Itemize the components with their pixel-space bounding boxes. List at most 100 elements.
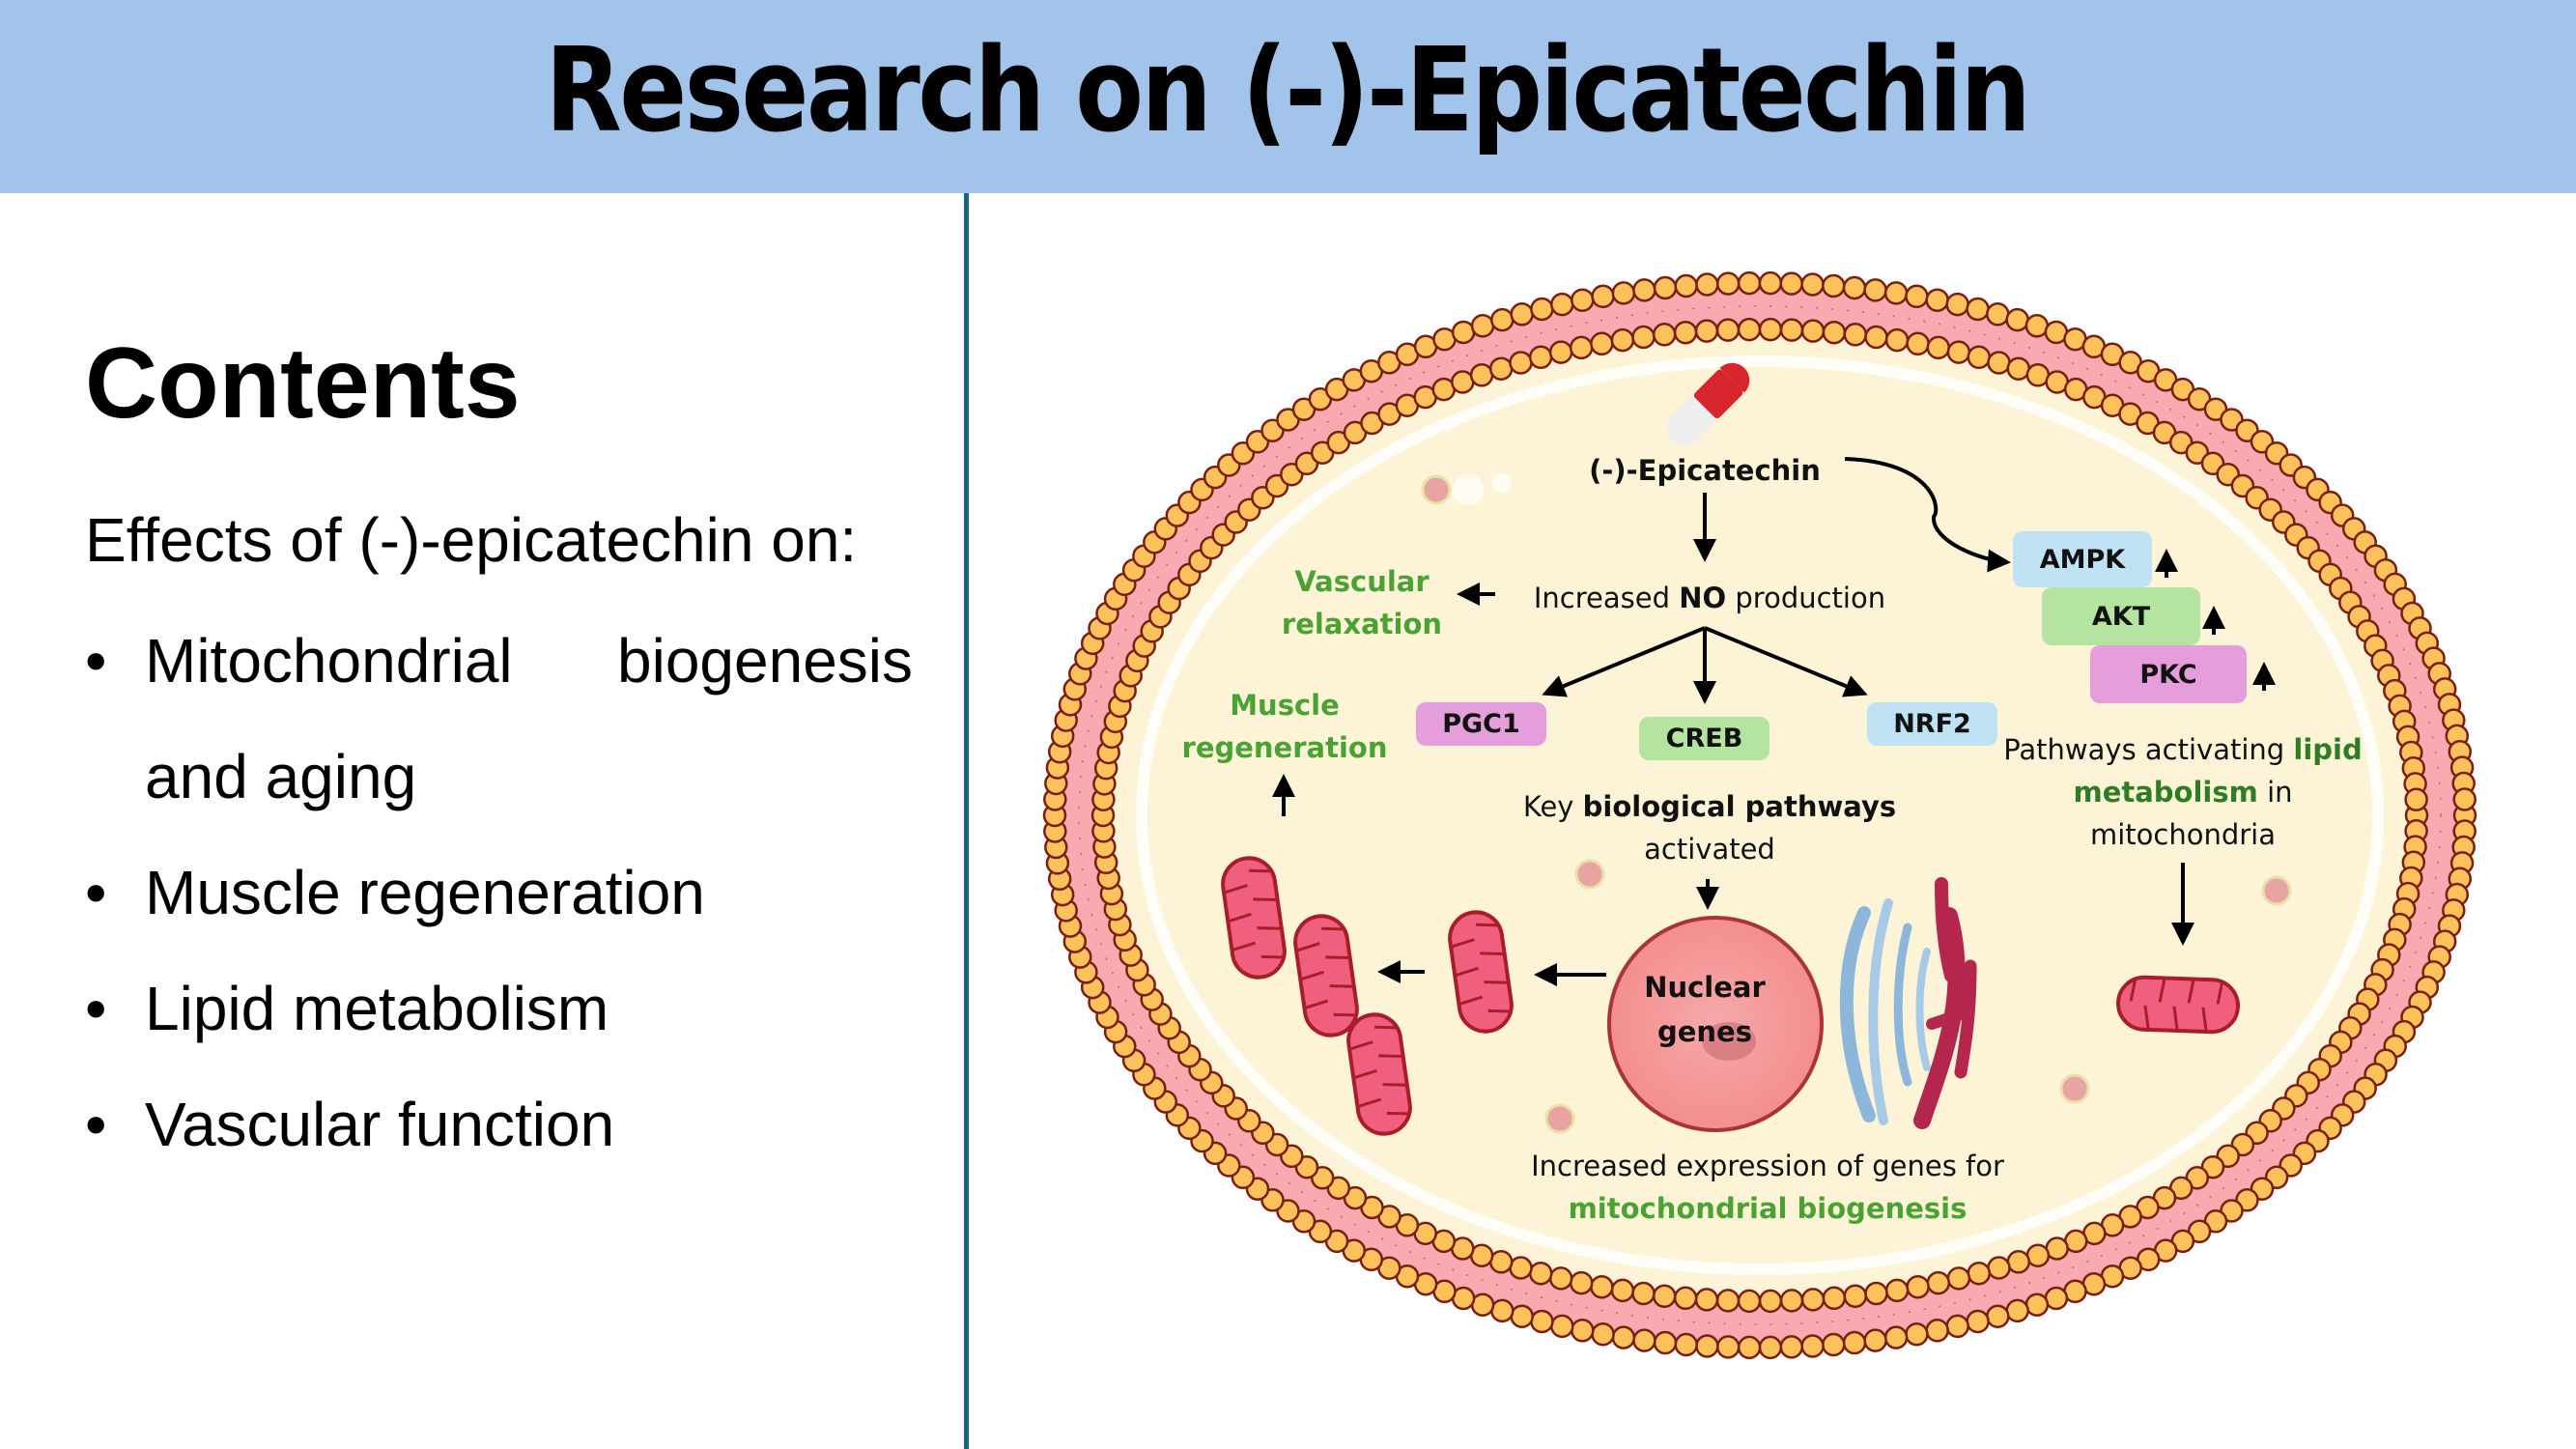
lipid-head-icon: [1715, 271, 1741, 296]
lipid-head-icon: [1967, 1261, 1992, 1286]
nucleus-icon: [1607, 916, 1824, 1132]
lipid-head-icon: [1905, 284, 1929, 309]
vesicle-icon: [2261, 875, 2292, 906]
bullet-icon: •: [85, 858, 107, 927]
lipid-head-icon: [1530, 1309, 1554, 1334]
lipid-head-icon: [1631, 325, 1656, 350]
pathway-arrows: [1272, 457, 2276, 1036]
lipid-head-icon: [1528, 345, 1553, 370]
lipid-head-icon: [1986, 1304, 2010, 1328]
lipid-head-icon: [1864, 325, 1888, 350]
lipid-head-icon: [1926, 335, 1951, 360]
contents-intro: Effects of (-)-epicatechin on:: [85, 505, 858, 575]
lipid-head-icon: [1610, 1278, 1635, 1303]
list-item-text: Mitochondrial: [145, 626, 513, 696]
lipid-head-icon: [1673, 320, 1698, 345]
lipid-head-icon: [1946, 1266, 1971, 1291]
lipid-head-icon: [1571, 288, 1595, 312]
lipid-head-icon: [1779, 271, 1804, 296]
bullet-icon: •: [85, 1090, 107, 1159]
lipid-head-icon: [1945, 1314, 1969, 1339]
lipid-heads-inner: [1090, 317, 2429, 1314]
lipid-head-icon: [2006, 1250, 2031, 1274]
list-item-text: Vascular function: [145, 1090, 615, 1159]
lipid-head-icon: [1822, 320, 1847, 345]
vesicles: [1421, 473, 2292, 1134]
lipid-head-icon: [1906, 1274, 1930, 1299]
lipid-head-icon: [1779, 1289, 1804, 1313]
lipid-head-icon: [1469, 363, 1494, 387]
lipid-head-icon: [1674, 1332, 1698, 1357]
lipid-head-icon: [1945, 292, 1969, 317]
lipid-head-icon: [1490, 1298, 1514, 1323]
mitochondrion-icon: [2116, 975, 2240, 1035]
lipid-tails: [1078, 305, 2442, 1325]
lipid-head-icon: [1884, 1278, 1910, 1303]
lipid-head-icon: [1926, 1270, 1951, 1295]
lipid-head-icon: [1674, 273, 1698, 298]
lipid-head-icon: [1571, 1319, 1595, 1343]
lipid-head-icon: [1470, 1293, 1495, 1317]
header-bar: Research on (-)-Epicatechin: [0, 0, 2576, 193]
lipid-head-icon: [1800, 1334, 1825, 1358]
lipid-head-icon: [1822, 1286, 1847, 1311]
lipid-head-icon: [1488, 356, 1514, 381]
lipid-head-icon: [1822, 273, 1846, 298]
bullet-icon: •: [85, 626, 107, 696]
lipid-head-icon: [1695, 272, 1719, 297]
lipid-head-icon: [1758, 317, 1783, 342]
lipid-head-icon: [2025, 1243, 2051, 1267]
lipid-head-icon: [1842, 275, 1867, 300]
lipid-head-icon: [1490, 307, 1514, 332]
nucleolus-icon: [1702, 1022, 1756, 1061]
lipid-head-icon: [1800, 1288, 1826, 1312]
lipid-head-icon: [2044, 1286, 2069, 1311]
inner-highlight: [1136, 355, 2384, 1275]
lipid-head-icon: [1843, 323, 1868, 347]
lipid-head-icon: [1925, 288, 1949, 312]
lipid-head-icon: [1610, 327, 1635, 353]
lipid-head-icon: [1737, 1335, 1762, 1360]
lipid-head-icon: [1863, 1328, 1887, 1352]
lipid-head-icon: [2404, 787, 2428, 811]
list-item-text: and aging: [145, 742, 417, 811]
mitochondrion-icon: [1293, 914, 1359, 1037]
lipid-head-icon: [1611, 281, 1636, 305]
lipid-head-icon: [1528, 1261, 1553, 1286]
contents-heading: Contents: [85, 327, 521, 440]
bullet-icon: •: [85, 974, 107, 1043]
lipid-head-icon: [1548, 340, 1573, 364]
nrf2-box: NRF2: [1867, 702, 1997, 746]
lipid-head-icon: [1510, 302, 1534, 327]
lipid-head-icon: [1591, 284, 1615, 309]
lipid-head-icon: [1673, 1286, 1698, 1311]
lipid-head-icon: [2024, 1293, 2050, 1317]
lipid-head-icon: [1653, 1330, 1678, 1355]
lipid-head-icon: [1510, 1304, 1534, 1328]
vesicle-icon: [2059, 1073, 2090, 1104]
lipid-head-icon: [2005, 307, 2029, 332]
lipid-head-icon: [1822, 1332, 1846, 1357]
vesicle-icon: [1421, 474, 1452, 505]
lipid-head-icon: [1451, 320, 1476, 345]
mitochondria: [1221, 856, 2240, 1136]
lipid-head-icon: [1652, 323, 1677, 347]
lipid-head-icon: [1694, 1288, 1719, 1312]
lipid-head-icon: [2006, 356, 2031, 381]
pgc1-box: PGC1: [1416, 702, 1546, 746]
lipid-head-icon: [1779, 1335, 1804, 1359]
lipid-head-icon: [1925, 1319, 1949, 1343]
lipid-head-icon: [1509, 351, 1533, 375]
golgi-apparatus-icon: [1839, 877, 1977, 1129]
lipid-head-icon: [1715, 1289, 1741, 1313]
lipid-head-icon: [1758, 1289, 1783, 1314]
lipid-heads-outer: [1042, 270, 2477, 1360]
lipid-head-icon: [1987, 1256, 2011, 1280]
lipid-head-icon: [1967, 345, 1992, 370]
lipid-head-icon: [1590, 1274, 1614, 1299]
vertical-divider: [964, 193, 969, 1449]
